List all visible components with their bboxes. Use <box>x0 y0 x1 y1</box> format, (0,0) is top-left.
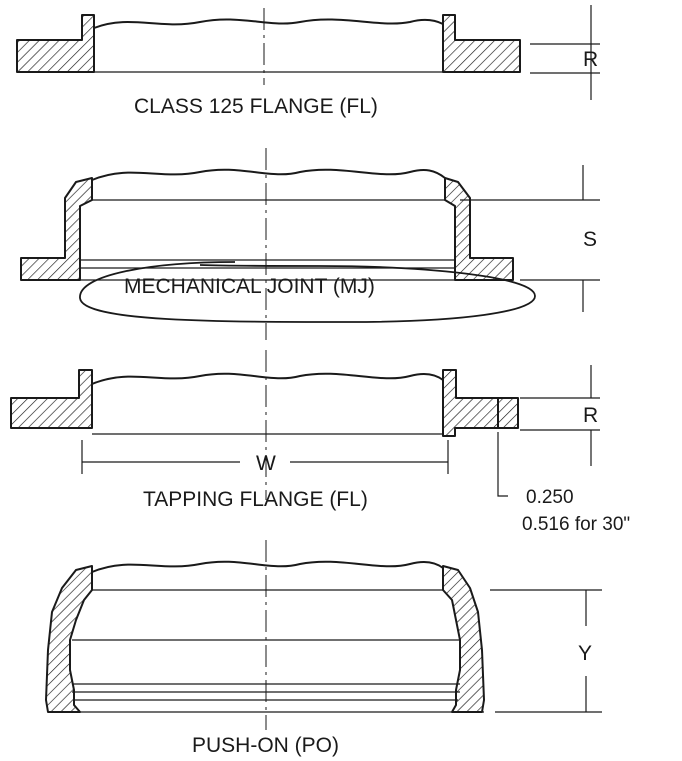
push-on-caption: PUSH-ON (PO) <box>192 734 339 757</box>
tapping-flange-section: R W 0.250 0.516 for 30" TAPPING FLANGE (… <box>10 350 630 535</box>
tf-left-hatch <box>10 369 93 429</box>
mechanical-joint-section: S MECHANICAL JOINT (MJ) <box>20 148 600 340</box>
po-left-hatch <box>45 565 93 713</box>
flange-left-hatch <box>16 14 95 73</box>
po-body-outline <box>91 560 444 573</box>
offset-note: 0.516 for 30" <box>522 514 630 535</box>
offset-value: 0.250 <box>526 487 574 508</box>
class-125-flange-caption: CLASS 125 FLANGE (FL) <box>134 95 378 118</box>
flange-body-outline <box>93 18 444 29</box>
mj-left-hatch <box>20 177 93 281</box>
tf-right-hatch <box>442 369 499 437</box>
dimension-y: Y <box>578 642 592 665</box>
offset-leader <box>497 432 508 497</box>
mechanical-joint-caption: MECHANICAL JOINT (MJ) <box>124 275 375 298</box>
dimension-r-1: R <box>583 48 598 71</box>
po-right-hatch <box>442 565 485 713</box>
mj-right-hatch <box>444 177 514 281</box>
class-125-flange-section: R CLASS 125 FLANGE (FL) <box>16 5 600 118</box>
mj-body-outline <box>91 168 446 181</box>
dimension-w: W <box>256 452 276 475</box>
push-on-section: Y PUSH-ON (PO) <box>45 540 602 757</box>
tf-body-outline <box>91 372 444 385</box>
tapping-flange-caption: TAPPING FLANGE (FL) <box>143 488 368 511</box>
dimension-s: S <box>583 228 597 251</box>
tf-tap-insert <box>497 397 519 429</box>
dimension-r-2: R <box>583 404 598 427</box>
hand-drawn-ellipse <box>79 261 536 323</box>
flange-right-hatch <box>442 14 521 73</box>
